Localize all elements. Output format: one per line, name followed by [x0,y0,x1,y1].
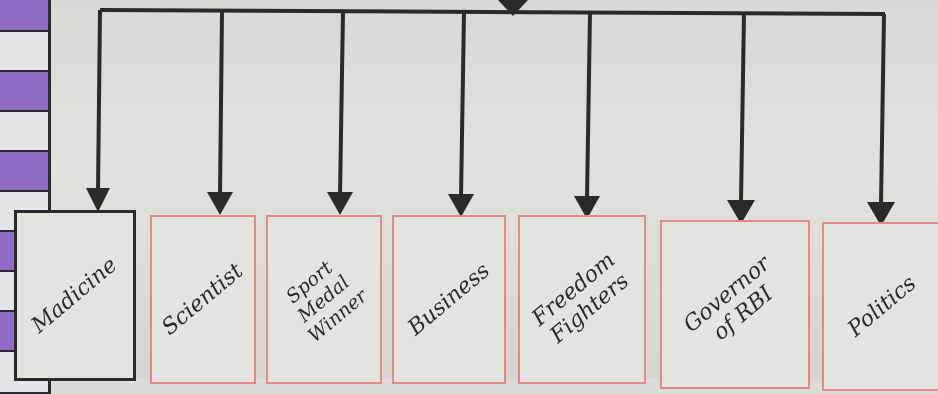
arrow-head-politics [867,202,895,226]
branch-line-scientist [218,11,224,196]
category-label: Scientist [157,258,249,341]
bus-line [99,8,886,16]
category-label: Politics [842,270,921,342]
category-box-politics: Politics [822,222,938,391]
arrow-head-scientist [207,192,233,215]
category-box-sport-medal-winner: Sport Medal Winner [266,215,382,384]
arrow-head-governor [727,200,755,224]
category-box-governor-rbi: Governor of RBI [660,220,810,389]
branch-line-business [459,11,466,198]
category-label: Madicine [27,252,123,339]
border-stripe [0,70,51,114]
arrow-head-freedom [574,196,600,219]
category-label: Sport Medal Winner [281,256,372,347]
category-label: Freedom Fighters [527,247,635,349]
border-stripe [0,110,51,154]
branch-line-governor [739,12,746,203]
arrow-head-medicine [86,188,110,212]
branch-line-freedom [585,12,592,199]
category-box-medicine: Madicine [14,210,136,381]
arrow-head-business [448,194,474,217]
category-box-scientist: Scientist [150,215,256,384]
category-label: Governor of RBI [678,251,778,347]
category-label: Business [403,258,495,341]
border-stripe [0,30,51,74]
parent-arrow-head [498,0,528,16]
arrow-head-sport [327,192,353,215]
branch-line-sport [338,11,345,196]
category-box-freedom-fighters: Freedom Fighters [518,215,646,384]
border-stripe [0,150,51,194]
branch-line-medicine [96,9,102,193]
category-box-business: Business [392,215,506,384]
branch-line-politics [879,13,886,205]
connector-lines [86,0,895,378]
